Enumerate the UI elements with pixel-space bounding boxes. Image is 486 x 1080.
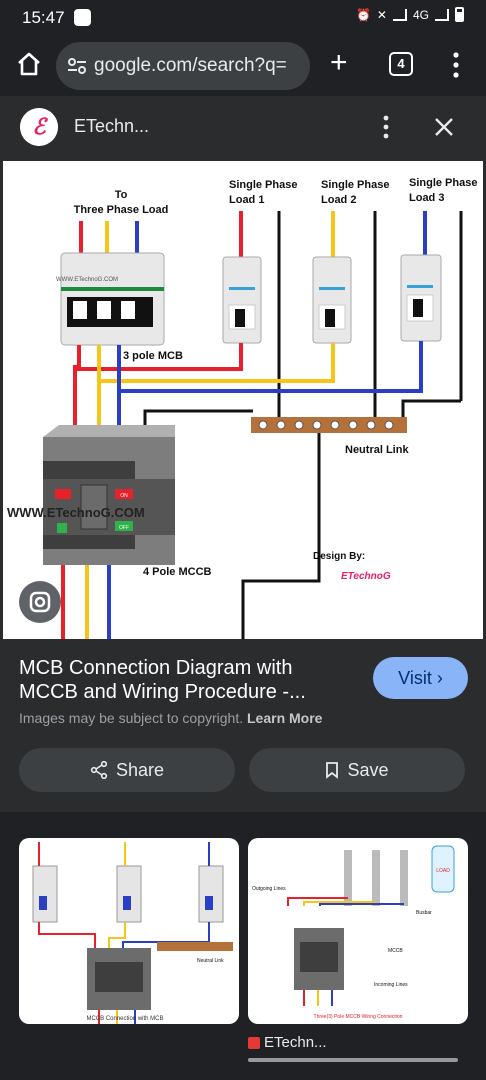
design-by-label: Design By: [313,551,365,562]
thumb2-mccb-label: MCCB [388,948,403,954]
thumb1-neutral-label: Neutral Link [197,958,224,964]
share-icon [90,761,108,779]
lens-icon [29,591,51,613]
alarm-icon: ⏰ [355,7,371,22]
browser-menu-icon[interactable] [452,50,460,80]
address-bar[interactable]: google.com/search?q= [56,42,310,90]
home-icon[interactable] [15,50,43,78]
lens-search-button[interactable] [19,581,61,623]
related-images: Neutral Link MCCB Connection with MCB LO… [0,812,486,1080]
image-info-panel: MCB Connection Diagram with MCCB and Wir… [0,646,486,812]
mute-icon: ✕ [376,7,387,22]
tab-switcher-button[interactable]: 4 [389,52,413,76]
result-header: ℰ ETechn... [0,96,486,158]
mccb-mcb-thumbnail: Neutral Link MCCB Connection with MCB [32,842,233,1024]
visit-label: Visit [398,668,432,688]
new-tab-icon[interactable]: + [330,46,348,79]
signal-icon-2 [435,8,449,21]
visit-button[interactable]: Visit › [373,657,468,699]
site-logo: ℰ [20,108,58,146]
brand-label: ETechnoG [341,571,391,582]
status-icons: ⏰ ✕ 4G [356,7,464,22]
source-favicon [248,1036,260,1049]
mcb-watermark: WWW.ETechnoG.COM [56,277,118,283]
mcb-label: 3 pole MCB [123,350,183,362]
site-settings-icon[interactable] [66,55,88,77]
thumb2-outgoing-label: Outgoing Lines [252,886,286,892]
status-bar: 15:47 ⏰ ✕ 4G [0,0,486,36]
related-thumbnail-1[interactable]: Neutral Link MCCB Connection with MCB [19,838,239,1024]
close-icon[interactable] [432,115,456,139]
url-text: google.com/search?q= [94,55,287,76]
main-watermark: WWW.ETechnoG.COM [7,505,145,520]
copyright-text: Images may be subject to copyright. [19,710,244,726]
notification-icon [74,9,91,26]
save-label: Save [347,759,389,780]
thumb2-busbar-label: Busbar [416,910,432,916]
browser-toolbar: google.com/search?q= + 4 [0,36,486,96]
related-thumbnail-2[interactable]: LOAD Outgoing Lines Busbar MCCB Incoming… [248,838,468,1024]
save-button[interactable]: Save [249,748,465,792]
mccb-label: 4 Pole MCCB [143,566,212,578]
three-pole-mccb-thumbnail: LOAD Outgoing Lines Busbar MCCB Incoming… [252,845,455,1020]
off-label: OFF [119,525,129,531]
truncated-title-line [248,1058,458,1062]
bookmark-icon [326,762,339,779]
learn-more-link[interactable]: Learn More [247,710,323,726]
neutral-link-label: Neutral Link [345,444,409,456]
svg-text:ℰ: ℰ [32,114,48,139]
site-name: ETechn... [74,116,150,136]
thumb1-caption: MCCB Connection with MCB [86,1016,163,1022]
share-label: Share [115,759,165,780]
more-options-icon[interactable] [381,114,391,140]
chevron-right-icon: › [436,668,443,688]
signal-icon [392,8,407,21]
battery-icon [455,7,464,22]
result-title[interactable]: MCB Connection Diagram with MCCB and Wir… [19,657,306,703]
thumb2-caption: Three(3) Pole MCCB Wiring Connection [314,1014,403,1020]
related-source-name: ETechn... [264,1034,327,1051]
related-source-2[interactable]: ETechn... [248,1034,327,1051]
share-button[interactable]: Share [19,748,235,792]
thumb2-incoming-label: Incoming Lines [374,982,408,988]
copyright-notice: Images may be subject to copyright. Lear… [19,710,322,726]
thumb2-load-label: LOAD [436,868,450,874]
clock: 15:47 [22,8,65,27]
on-label: ON [120,493,128,499]
network-type: 4G [412,7,429,22]
